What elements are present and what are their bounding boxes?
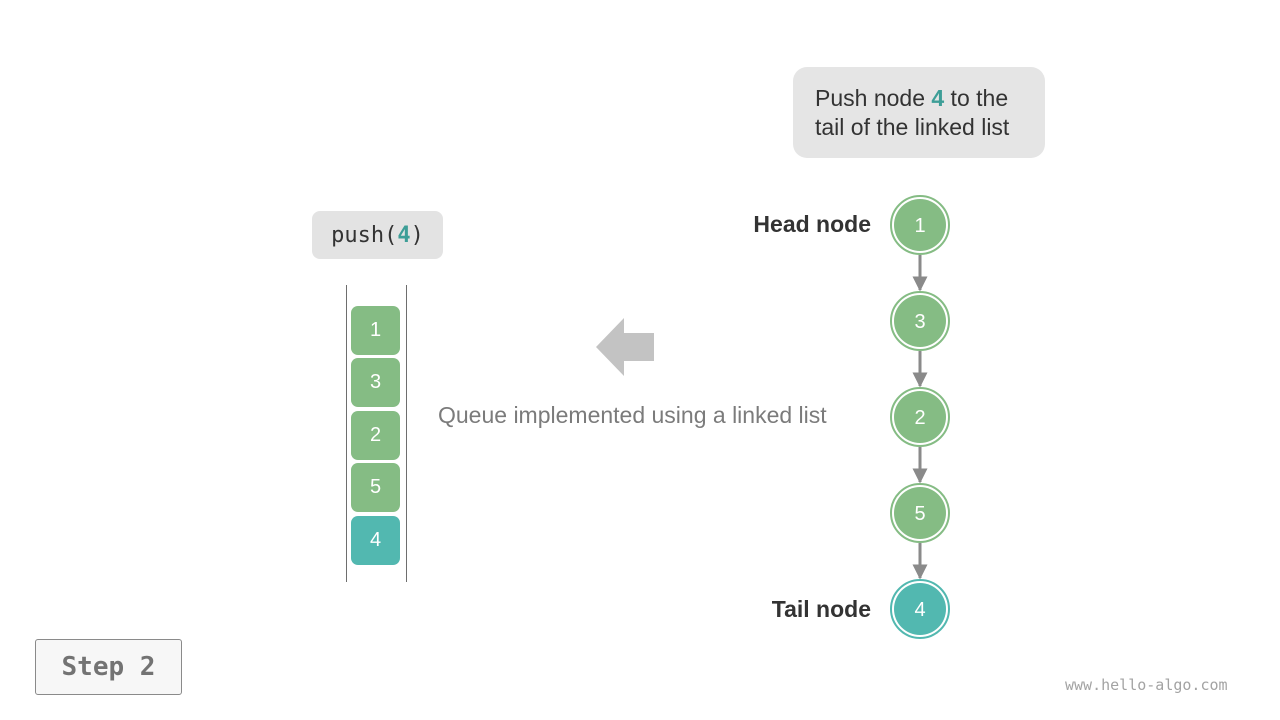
queue-wall-left (346, 285, 347, 582)
step-indicator: Step 2 (35, 639, 182, 695)
left-arrow-icon (596, 318, 654, 376)
callout-highlight: 4 (931, 85, 945, 111)
head-node-label: Head node (753, 211, 871, 237)
queue-cell: 1 (351, 306, 400, 355)
list-node-tail: 4 (890, 579, 950, 639)
list-node: 5 (890, 483, 950, 543)
queue-cell: 3 (351, 358, 400, 407)
operation-label: push(4) (312, 211, 443, 259)
watermark: www.hello-algo.com (1065, 676, 1228, 694)
callout-line-2: tail of the linked list (815, 114, 1010, 140)
list-node: 1 (890, 195, 950, 255)
queue-cell-new: 4 (351, 516, 400, 565)
queue-wall-right (406, 285, 407, 582)
svg-text:3: 3 (914, 311, 925, 333)
tail-node-label: Tail node (771, 596, 871, 622)
svg-text:4: 4 (914, 599, 925, 621)
queue-cell: 5 (351, 463, 400, 512)
svg-text:5: 5 (914, 503, 925, 525)
list-node: 3 (890, 291, 950, 351)
callout-line-1: Push node 4 to the (815, 85, 1009, 111)
operation-value: 4 (397, 222, 411, 248)
svg-text:2: 2 (914, 407, 925, 429)
queue-caption: Queue implemented using a linked list (438, 402, 827, 428)
list-node: 2 (890, 387, 950, 447)
queue-cell: 2 (351, 411, 400, 460)
callout-bubble: Push node 4 to the tail of the linked li… (793, 67, 1045, 158)
svg-text:1: 1 (914, 215, 925, 237)
